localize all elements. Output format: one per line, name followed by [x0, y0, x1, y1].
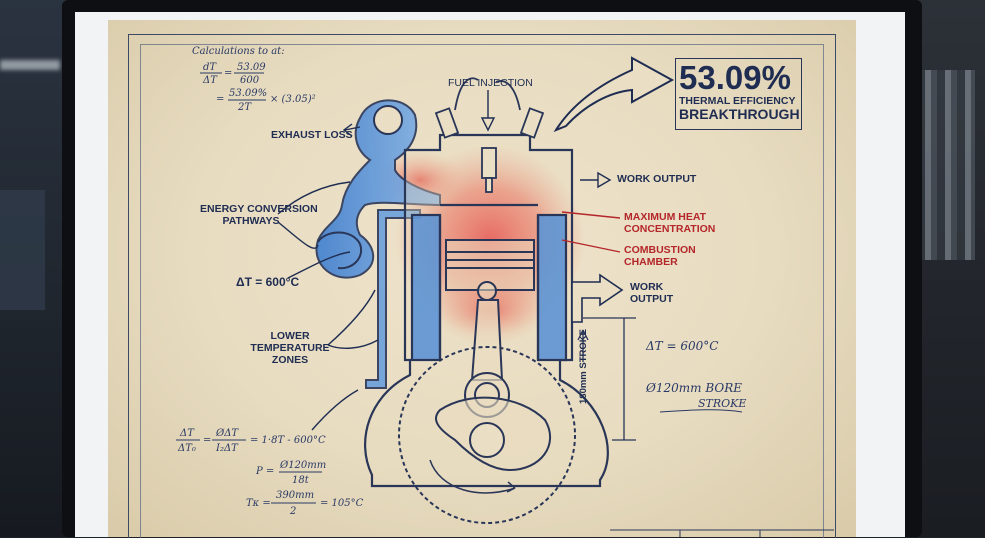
label-lower-temp-line3: ZONES [271, 354, 309, 366]
bl-eq1-mid-den: I₂ΔT [216, 443, 238, 454]
calc-eq2-den: 2T [238, 102, 252, 113]
blueprint-border-inner [140, 44, 824, 538]
efficiency-subtitle-1: THERMAL EFFICIENCY [679, 95, 796, 107]
label-combustion-line1: COMBUSTION [624, 244, 696, 256]
bl-eq1-lhs-den: ΔT₀ [178, 443, 196, 454]
background-ceiling-light [0, 60, 60, 70]
bl-eq1-mid-num: ØΔT [216, 428, 239, 439]
bl-eq1-tail: = 1·8T - 600°C [250, 435, 326, 446]
label-maximum-heat: MAXIMUM HEAT CONCENTRATION [624, 211, 715, 235]
calc-eq1-eq: = [224, 68, 233, 79]
bl-eq2-lhs: P = [256, 466, 275, 477]
bl-eq2-num: Ø120mm [280, 460, 327, 471]
label-delta-t: ΔT = 600°C [236, 275, 300, 289]
exhaust-manifold [315, 99, 441, 279]
note-bore: Ø120mm BORE [646, 381, 742, 395]
label-work-output-mid: WORK OUTPUT [630, 281, 673, 305]
bl-eq3-tail: = 105°C [320, 498, 364, 509]
label-stroke-dimension: 180mm STROKE [578, 329, 589, 404]
stroke-dimension [577, 317, 636, 441]
injectors [434, 77, 545, 193]
bl-eq1-lhs-num: ΔT [180, 428, 194, 439]
calc-eq1-den: ΔT [203, 75, 217, 86]
label-work-output-mid-line1: WORK [630, 281, 664, 293]
calc-eq2-num: 53.09% [229, 88, 268, 99]
title-block [610, 529, 834, 537]
label-lower-temp-line2: TEMPERATURE [250, 342, 330, 354]
label-lower-temperature: LOWER TEMPERATURE ZONES [250, 330, 330, 366]
crankcase [398, 346, 576, 524]
label-combustion-line2: CHAMBER [624, 256, 678, 268]
note-delta-t: ΔT = 600°C [646, 339, 719, 353]
efficiency-headline-box [675, 58, 802, 130]
label-fuel-injection: FUEL INJECTION [448, 77, 533, 89]
label-maximum-heat-line2: CONCENTRATION [624, 223, 716, 235]
label-work-output-mid-line2: OUTPUT [630, 293, 674, 305]
bl-eq3-den: 2 [290, 506, 297, 517]
blueprint-border [128, 34, 836, 538]
bl-eq3-lhs: Tκ = [246, 498, 271, 509]
calc-eq2-eq: = [216, 94, 225, 105]
calc-eq1-num: dT [203, 62, 217, 73]
calc-eq1-rhs-num: 53.09 [237, 62, 266, 73]
note-stroke: STROKE [698, 397, 747, 410]
background-equipment [0, 190, 45, 310]
label-energy-conversion-line1: ENERGY CONVERSION [200, 203, 318, 215]
coolant-pipe [365, 209, 421, 389]
efficiency-percentage: 53.09% [679, 59, 791, 96]
label-exhaust-loss: EXHAUST LOSS [271, 129, 353, 141]
label-energy-conversion: ENERGY CONVERSION PATHWAYS [200, 203, 318, 227]
label-lower-temp-line1: LOWER [270, 330, 310, 342]
calc-eq2-tail: × (3.05)² [270, 94, 316, 105]
headline-arrow [553, 56, 675, 133]
efficiency-subtitle-2: BREAKTHROUGH [679, 106, 800, 122]
calc-lines [176, 72, 743, 504]
bl-eq3-num: 390mm [276, 490, 315, 501]
calc-title: Calculations to at: [192, 46, 285, 57]
annotation-arrows [277, 90, 624, 431]
calc-eq1-rhs-den: 600 [240, 75, 260, 86]
label-energy-conversion-line2: PATHWAYS [222, 215, 280, 227]
bl-eq2-den: 18t [292, 475, 309, 486]
label-work-output-top: WORK OUTPUT [617, 173, 697, 185]
label-maximum-heat-line1: MAXIMUM HEAT [624, 211, 707, 223]
piston [445, 239, 535, 301]
bl-eq1-eq: = [203, 435, 212, 446]
label-combustion-chamber: COMBUSTION CHAMBER [624, 244, 696, 268]
